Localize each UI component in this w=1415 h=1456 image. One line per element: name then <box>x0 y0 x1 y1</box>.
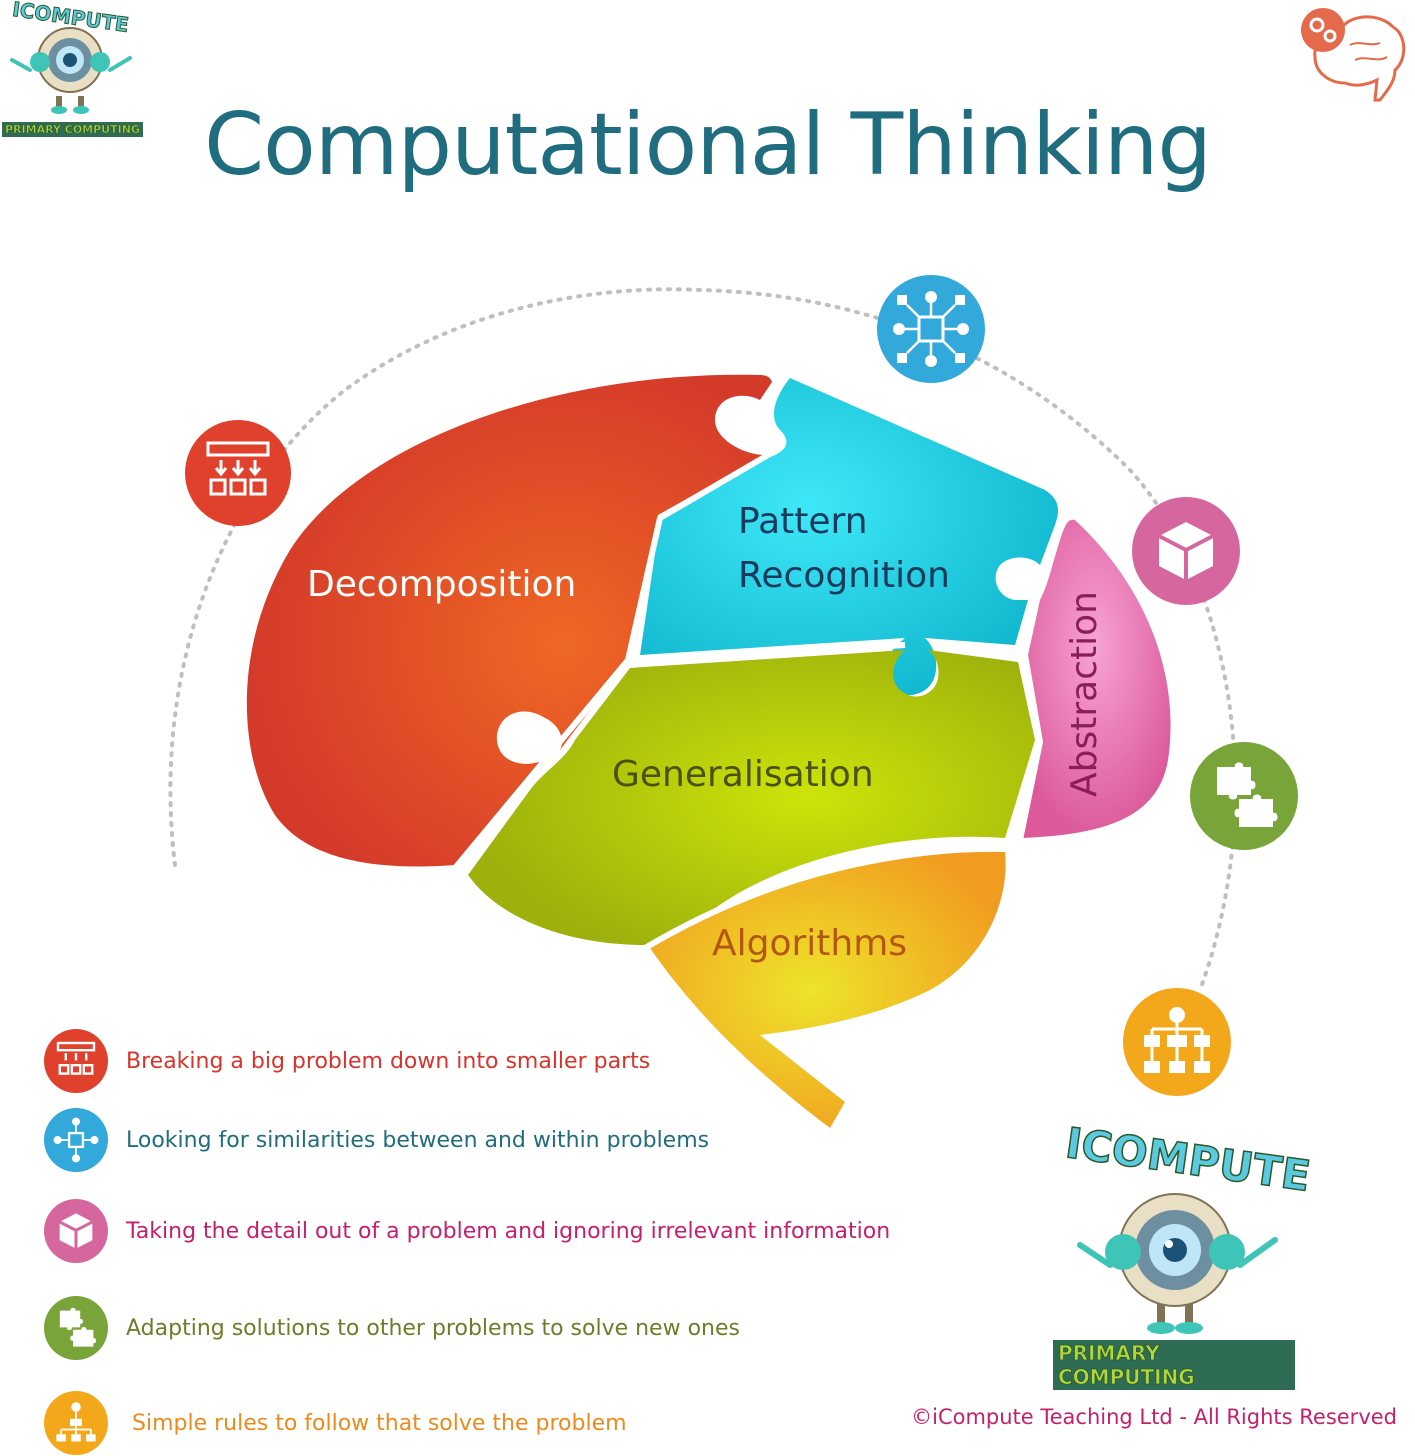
abstraction-lobe <box>1020 519 1171 838</box>
pattern-recognition-lobe <box>640 378 1058 696</box>
legend-text: Simple rules to follow that solve the pr… <box>132 1410 627 1436</box>
decomposition-glyph-icon <box>206 441 270 496</box>
legend-text: Taking the detail out of a problem and i… <box>126 1218 891 1244</box>
legend-item-pattern-recognition: Looking for similarities between and wit… <box>44 1107 709 1173</box>
logo-tagline: PRIMARY COMPUTING <box>1053 1340 1295 1390</box>
decomposition-glyph-icon <box>56 1041 96 1075</box>
decomposition-icon <box>44 1029 108 1093</box>
generalisation-label: Generalisation <box>612 754 874 795</box>
algorithms-lobe <box>650 851 1006 1128</box>
puzzle-pieces-icon <box>44 1296 108 1360</box>
flowchart-icon <box>44 1391 108 1455</box>
decomposition-icon <box>185 420 291 526</box>
cube-glyph-icon <box>58 1213 94 1249</box>
decomposition-lobe <box>246 374 772 867</box>
pattern-recognition-icon <box>44 1108 108 1172</box>
icompute-logo-large: ICOMPUTE PRIMARY COMPUTING <box>1045 1117 1314 1390</box>
cube-glyph-icon <box>1158 522 1214 580</box>
icompute-robot-icon <box>10 27 132 114</box>
hierarchy-glyph-icon <box>56 1402 96 1442</box>
legend-text: Breaking a big problem down into smaller… <box>126 1048 651 1074</box>
flowchart-icon <box>1123 988 1231 1096</box>
legend-item-decomposition: Breaking a big problem down into smaller… <box>44 1028 650 1094</box>
hierarchy-glyph-icon <box>1144 1007 1210 1073</box>
legend-item-algorithms: Simple rules to follow that solve the pr… <box>44 1390 627 1456</box>
puzzle-glyph-icon <box>59 1307 97 1347</box>
abstraction-cube-icon <box>1132 497 1240 605</box>
pattern-recognition-label-line2: Recognition <box>738 555 950 596</box>
icompute-logo-small: ICOMPUTE PRIMARY COMPUTING <box>0 0 160 145</box>
network-glyph-icon <box>893 291 969 367</box>
icompute-robot-icon <box>1077 1193 1278 1334</box>
pattern-recognition-icon <box>877 275 985 383</box>
abstraction-cube-icon <box>44 1199 108 1263</box>
page-title: Computational Thinking <box>204 95 1212 195</box>
puzzle-glyph-icon <box>1217 762 1278 827</box>
legend-text: Looking for similarities between and wit… <box>126 1127 710 1153</box>
legend-item-generalisation: Adapting solutions to other problems to … <box>44 1295 740 1361</box>
abstraction-label: Abstraction <box>1064 591 1105 797</box>
legend-item-abstraction: Taking the detail out of a problem and i… <box>44 1198 890 1264</box>
copyright-notice: ©iCompute Teaching Ltd - All Rights Rese… <box>911 1405 1397 1429</box>
legend-text: Adapting solutions to other problems to … <box>126 1315 740 1341</box>
brain-gears-icon <box>1301 8 1406 102</box>
network-glyph-icon <box>53 1117 99 1163</box>
decomposition-label: Decomposition <box>307 564 577 605</box>
algorithms-label: Algorithms <box>712 923 908 964</box>
logo-tagline: PRIMARY COMPUTING <box>2 122 143 137</box>
pattern-recognition-label-line1: Pattern <box>738 501 868 542</box>
generalisation-lobe <box>468 650 1035 945</box>
puzzle-pieces-icon <box>1190 742 1298 850</box>
